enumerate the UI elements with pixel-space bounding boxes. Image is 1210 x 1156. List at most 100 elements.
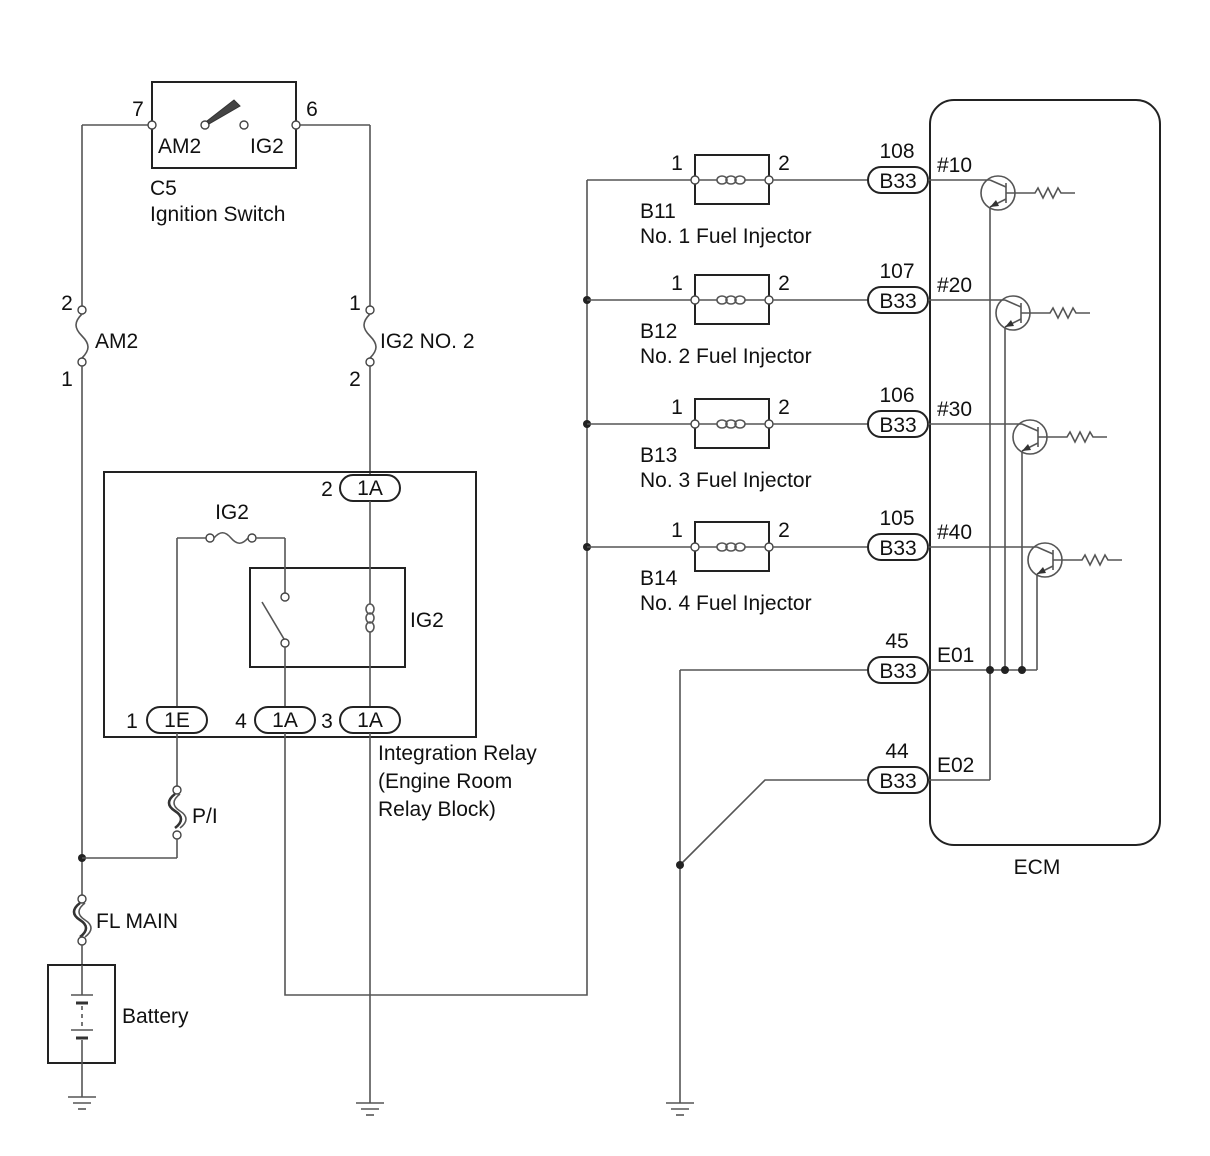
injector-row: 1 2 B13 No. 3 Fuel Injector 106 B33 #30 — [583, 384, 1107, 492]
ecm-signal: #40 — [937, 521, 972, 544]
relay-label: IG2 — [410, 609, 444, 632]
injector-coil-icon — [716, 175, 746, 185]
ignition-switch: 7 6 AM2 IG2 — [82, 81, 370, 169]
injector-coil-icon — [716, 419, 746, 429]
integration-relay-name-line2: (Engine Room — [378, 770, 512, 793]
ecm-pin: 105 — [879, 507, 914, 530]
fuse-ig2-no2: 1 2 IG2 NO. 2 — [349, 125, 475, 475]
switch-pin-left: 7 — [132, 98, 144, 121]
fusible-link-icon — [167, 792, 183, 830]
ecm-connector: B33 — [879, 770, 916, 793]
fuse-icon — [75, 313, 89, 359]
ecm-signal: E02 — [937, 754, 974, 777]
connector-pin: 3 — [321, 710, 333, 733]
injector-code: B12 — [640, 320, 677, 343]
ecm-signal: #30 — [937, 398, 972, 421]
fuse-fl-main: FL MAIN — [72, 894, 178, 965]
ground-icon — [356, 1102, 384, 1116]
relay-contact-icon — [261, 601, 285, 640]
ecm-ground-e01: 45 B33 E01 — [680, 630, 1037, 684]
ecm-label: ECM — [1014, 856, 1061, 879]
injector-row: 1 2 B11 No. 1 Fuel Injector 108 B33 #10 — [587, 140, 1075, 248]
switch-terminal-right: IG2 — [250, 135, 284, 158]
injector-code: B11 — [640, 200, 676, 223]
connector-pin: 4 — [235, 710, 247, 733]
ecm-pin: 106 — [879, 384, 914, 407]
fuse-pi: P/I — [167, 733, 218, 858]
connector-code: 1A — [272, 709, 298, 732]
fusible-link-icon — [72, 901, 88, 939]
relay-fuse-label: IG2 — [215, 501, 249, 524]
switch-terminal-left: AM2 — [158, 135, 201, 158]
fuse-am2-pin-top: 2 — [61, 292, 73, 315]
ecm-pin: 108 — [879, 140, 914, 163]
injector-pin-out: 2 — [778, 152, 790, 175]
injector-coil-icon — [716, 295, 746, 305]
fuse-icon — [213, 531, 249, 545]
ecm-signal: E01 — [937, 644, 974, 667]
injector-row: 1 2 B12 No. 2 Fuel Injector 107 B33 #20 — [583, 260, 1090, 368]
ground-icon — [666, 1102, 694, 1116]
switch-pin-right: 6 — [306, 98, 318, 121]
battery-label: Battery — [122, 1005, 189, 1028]
injector-pin-out: 2 — [778, 396, 790, 419]
junction-dot — [676, 861, 684, 869]
connector-code: 1A — [357, 477, 383, 500]
fuse-ig2-no2-pin-bottom: 2 — [349, 368, 361, 391]
resistor-icon — [1006, 186, 1075, 200]
injector-name: No. 2 Fuel Injector — [640, 345, 812, 368]
switch-lever-icon — [206, 99, 241, 125]
fuse-ig2-no2-pin-top: 1 — [349, 292, 361, 315]
injector-code: B13 — [640, 444, 677, 467]
integration-relay-name-line3: Relay Block) — [378, 798, 496, 821]
ecm-ground-e02: 44 B33 E02 — [679, 740, 990, 866]
connector-pin: 1 — [126, 710, 138, 733]
ecm-signal: #10 — [937, 154, 972, 177]
ecm-pin: 45 — [885, 630, 908, 653]
ecm-pin: 44 — [885, 740, 909, 763]
ecm-pin: 107 — [879, 260, 914, 283]
fuse-icon — [363, 313, 377, 359]
injector-coil-icon — [716, 542, 746, 552]
injector-code: B14 — [640, 567, 678, 590]
ignition-switch-name: Ignition Switch — [150, 203, 285, 226]
battery: Battery — [47, 964, 189, 1064]
injector-pin-in: 1 — [671, 396, 683, 419]
injector-pin-out: 2 — [778, 519, 790, 542]
connector-pin: 2 — [321, 478, 333, 501]
fuse-pi-label: P/I — [192, 805, 218, 828]
connector-code: 1A — [357, 709, 383, 732]
fuse-am2-label: AM2 — [95, 330, 138, 353]
ecm-connector: B33 — [879, 290, 916, 313]
fuse-ig2-no2-label: IG2 NO. 2 — [380, 330, 475, 353]
injector-name: No. 4 Fuel Injector — [640, 592, 812, 615]
integration-relay-name-line1: Integration Relay — [378, 742, 537, 765]
ecm-connector: B33 — [879, 414, 916, 437]
ground-icon — [68, 1063, 96, 1110]
injector-name: No. 1 Fuel Injector — [640, 225, 812, 248]
injector-name: No. 3 Fuel Injector — [640, 469, 812, 492]
resistor-icon — [1038, 430, 1107, 444]
ecm-connector: B33 — [879, 170, 916, 193]
ignition-switch-code: C5 — [150, 177, 177, 200]
ecm-box — [929, 99, 1161, 846]
fuse-am2: 2 1 AM2 — [61, 125, 138, 895]
ecm-connector: B33 — [879, 660, 916, 683]
resistor-icon — [1053, 553, 1122, 567]
resistor-icon — [1021, 306, 1090, 320]
fuse-am2-pin-bottom: 1 — [61, 368, 73, 391]
relay — [249, 567, 406, 668]
injector-pin-in: 1 — [671, 519, 683, 542]
ecm-signal: #20 — [937, 274, 972, 297]
injector-pin-in: 1 — [671, 272, 683, 295]
integration-relay: 1A 2 IG2 IG2 1E 1 1A 4 1A 3 — [103, 471, 477, 738]
ecm-connector: B33 — [879, 537, 916, 560]
injector-pin-out: 2 — [778, 272, 790, 295]
injector-power-bus — [284, 180, 588, 996]
relay-coil-icon — [365, 603, 375, 633]
injector-row: 1 2 B14 No. 4 Fuel Injector 105 B33 #40 — [583, 507, 1122, 615]
injector-pin-in: 1 — [671, 152, 683, 175]
connector-code: 1E — [164, 709, 190, 732]
fuse-fl-main-label: FL MAIN — [96, 910, 178, 933]
